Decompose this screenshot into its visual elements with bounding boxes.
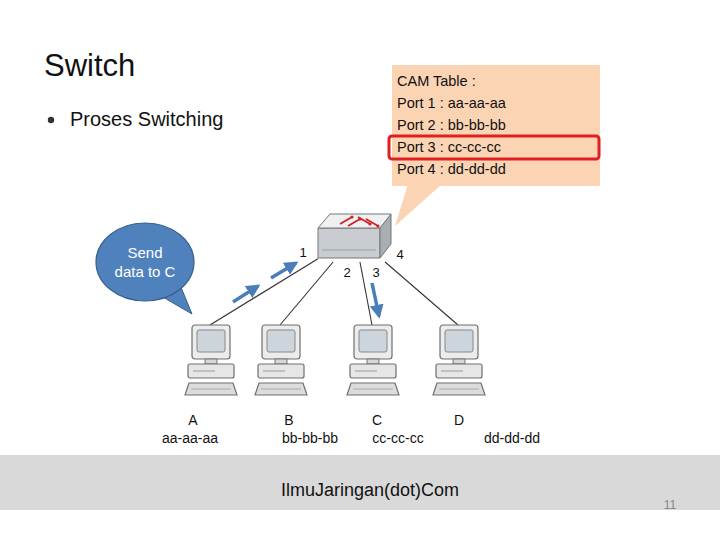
flow-arrow xyxy=(372,283,379,316)
port-number: 1 xyxy=(299,245,306,260)
bullet-text: Proses Switching xyxy=(70,107,223,131)
flow-arrow xyxy=(271,263,296,278)
table-row: Port 3 : cc-cc-cc xyxy=(392,136,600,158)
mac-address: dd-dd-dd xyxy=(484,430,540,446)
mac-address: aa-aa-aa xyxy=(162,430,218,446)
network-cable xyxy=(210,259,318,325)
bubble-text: Send data to C xyxy=(113,243,177,281)
flow-arrow xyxy=(233,286,258,302)
table-row: Port 4 : dd-dd-dd xyxy=(392,158,600,180)
callout-tail xyxy=(395,184,442,226)
port-number: 4 xyxy=(396,247,403,262)
mac-address: cc-cc-cc xyxy=(372,430,423,446)
bubble-shape xyxy=(95,222,195,302)
computer-host: Aaa-aa-aa xyxy=(175,325,245,450)
table-row: Port 1 : aa-aa-aa xyxy=(392,92,600,114)
network-cable xyxy=(360,262,372,325)
computer-host: Bbb-bb-bb xyxy=(245,325,315,450)
page-number: 11 xyxy=(655,497,685,513)
host-letter: D xyxy=(454,412,464,428)
table-heading: CAM Table : xyxy=(392,70,600,92)
table-row: Port 2 : bb-bb-bb xyxy=(392,114,600,136)
network-cable xyxy=(385,262,458,325)
port-number: 3 xyxy=(372,265,379,280)
switch-icon xyxy=(318,210,392,262)
computer-icon xyxy=(423,325,493,450)
bullet-dot xyxy=(48,117,54,123)
footer-band xyxy=(0,455,720,510)
network-cable xyxy=(280,262,333,325)
computer-host: Ddd-dd-dd xyxy=(423,325,493,450)
port-number: 2 xyxy=(343,265,350,280)
slide-title: Switch xyxy=(44,48,135,84)
host-letter: A xyxy=(188,412,197,428)
switch-device xyxy=(318,210,392,262)
host-letter: C xyxy=(372,412,382,428)
computer-host: Ccc-cc-cc xyxy=(337,325,407,450)
footer-text: IlmuJaringan(dot)Com xyxy=(250,479,490,501)
host-letter: B xyxy=(284,412,293,428)
speech-bubble: Send data to C xyxy=(95,222,195,302)
mac-address: bb-bb-bb xyxy=(282,430,338,446)
cam-table-callout: CAM Table :Port 1 : aa-aa-aaPort 2 : bb-… xyxy=(392,65,600,186)
